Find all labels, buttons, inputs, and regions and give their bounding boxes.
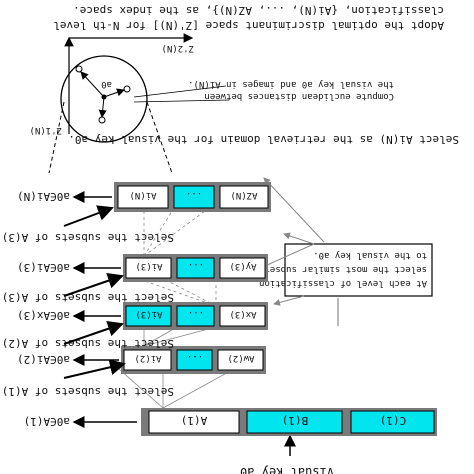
cell-label: Ai(N) xyxy=(129,190,156,200)
level-cell-a xyxy=(148,410,240,434)
retrieval-circle xyxy=(60,55,148,143)
level-cell xyxy=(219,257,266,279)
cell-label: A(1) xyxy=(181,414,208,427)
image-point xyxy=(98,116,106,124)
image-point xyxy=(123,85,131,93)
connector xyxy=(138,278,217,307)
note-box xyxy=(284,243,433,297)
pointer-line xyxy=(133,85,227,98)
select-arrow xyxy=(63,273,124,297)
note-arrow xyxy=(263,177,325,243)
header-line-1: Adopt the optimal discriminant space [Z'… xyxy=(53,19,444,32)
level-cell xyxy=(176,349,213,371)
cell-label: ... xyxy=(188,261,204,271)
membership-label: a0∈A(1) xyxy=(24,415,70,428)
level-connectors xyxy=(118,207,235,409)
select-arrow xyxy=(63,359,126,379)
select-label: Select the subsets of A(2) xyxy=(2,337,174,350)
z2-axis-label: Z'2(N) xyxy=(161,43,194,53)
level-cell-c xyxy=(350,410,435,434)
compute-line-2: the visual key a0 and images in Ai(N). xyxy=(188,79,394,89)
level-cell xyxy=(176,305,215,327)
level-bar: Aw(2) ... Ai(2) xyxy=(121,346,266,374)
z1-axis-label: Z'1(N) xyxy=(29,125,62,135)
connector xyxy=(143,207,210,257)
image-point xyxy=(75,65,83,73)
cell-label: Ay(3) xyxy=(229,261,256,271)
level-bar: AZ(N) ... Ai(N) xyxy=(114,182,271,212)
level-cell xyxy=(219,185,269,209)
level-cell xyxy=(117,185,169,209)
select-subset-labels: Select the subsets of A(1) Select the su… xyxy=(2,205,174,398)
note-arrow xyxy=(283,232,315,245)
membership-markers: a0∈A(1) a0∈Ai(2) a0∈Ax(3) a0∈Ai(3) a0∈Ai… xyxy=(17,190,137,428)
select-label: Select the subsets of A(3) xyxy=(2,231,174,244)
level-cell xyxy=(219,305,266,327)
pointer-line xyxy=(133,99,230,103)
level-cell xyxy=(173,185,215,209)
connector xyxy=(163,278,217,307)
level-cell xyxy=(125,257,172,279)
visual-key-label: Visual key a0 xyxy=(240,465,334,474)
dashed-cone xyxy=(146,101,173,174)
select-arrow xyxy=(63,321,124,345)
header-line-2: classification, {Ai(N), ..., AZ(N)}, as … xyxy=(73,4,444,17)
connector xyxy=(143,326,178,347)
cell-label: Ax(3) xyxy=(229,309,256,319)
cell-label: AZ(N) xyxy=(230,190,257,200)
connector xyxy=(143,326,217,347)
connector xyxy=(118,368,164,409)
membership-label: a0∈Ax(3) xyxy=(17,309,70,322)
level-cell xyxy=(125,305,172,327)
distance-arrow xyxy=(103,88,125,98)
level-bar: Ax(3) ... Ai(3) xyxy=(123,302,268,330)
connector xyxy=(162,368,235,409)
note-line-3: to the visual key a0. xyxy=(313,250,427,260)
dashed-cone xyxy=(48,101,65,174)
a0-label: a0 xyxy=(101,79,112,89)
cell-label: Ai(3) xyxy=(135,261,162,271)
cell-label: ... xyxy=(187,353,203,363)
membership-label: a0∈Ai(3) xyxy=(17,261,70,274)
select-label: Select the subsets of A(1) xyxy=(2,385,174,398)
compute-line-1: Compute euclidean distances between xyxy=(204,91,394,101)
cell-label: ... xyxy=(186,190,202,200)
cell-label: B(1) xyxy=(282,414,309,427)
cell-label: C(1) xyxy=(380,414,407,427)
select-retrieval-text: Select Ai(N) as the retrieval domain for… xyxy=(68,133,459,146)
distance-arrow xyxy=(98,96,107,118)
level-cell xyxy=(176,257,215,279)
level-cell-b xyxy=(246,410,343,434)
note-arrow xyxy=(273,295,305,306)
each-level-note: At each level of classification select t… xyxy=(259,243,433,297)
select-label: Select the subsets of A(3) xyxy=(2,291,174,304)
discriminant-space: Z'1(N) Z'2(N) a0 xyxy=(29,33,230,174)
cell-label: Ai(2) xyxy=(134,353,161,363)
cell-label: ... xyxy=(188,309,204,319)
note-line-2: select the most similar subset xyxy=(264,264,427,274)
level-bar: C(1) B(1) A(1) xyxy=(141,408,437,436)
note-line-1: At each level of classification xyxy=(259,278,427,288)
level-bar: Ay(3) ... Ai(3) xyxy=(123,254,268,282)
cell-label: Aw(2) xyxy=(227,353,254,363)
select-arrow xyxy=(63,205,114,227)
distance-arrow xyxy=(80,71,105,98)
membership-label: a0∈Ai(2) xyxy=(17,353,70,366)
cell-label: Ai(3) xyxy=(135,309,162,319)
membership-label: a0∈Ai(N) xyxy=(17,190,70,203)
level-cell xyxy=(217,349,264,371)
